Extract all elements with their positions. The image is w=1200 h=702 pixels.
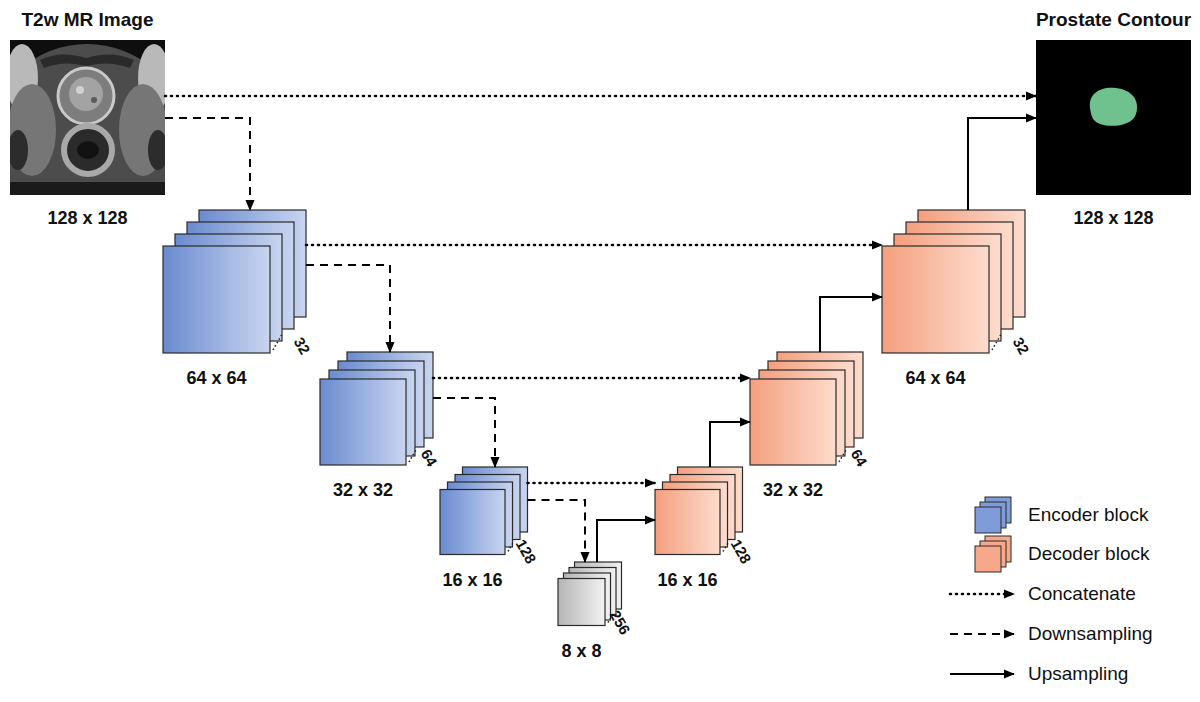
channel-count: 128 <box>728 536 754 565</box>
legend-text: Downsampling <box>1028 624 1153 643</box>
channel-count: 32 <box>1011 335 1032 357</box>
decoder-block: 64 x 6432 <box>882 210 1025 353</box>
encoder-block: 64 x 6432 <box>163 210 306 353</box>
feature-map <box>882 246 989 353</box>
encoder-block: 32 x 3264 <box>320 352 433 465</box>
stack-ellipsis <box>992 333 1002 350</box>
prostate-mask <box>1090 88 1137 126</box>
block-stack <box>163 210 306 353</box>
swatch-square <box>975 546 1001 572</box>
legend-swatch <box>975 535 1015 573</box>
block-stack <box>882 210 1025 353</box>
mri-background <box>10 182 165 195</box>
channel-count: 128 <box>513 536 539 565</box>
channel-count: 64 <box>849 447 870 469</box>
feature-map <box>320 379 406 465</box>
legend-line-sample <box>948 620 1020 648</box>
feature-size: 16 x 16 <box>657 571 717 589</box>
dot-connector <box>165 95 1036 98</box>
feature-map <box>655 490 720 555</box>
mri-muscle <box>10 84 56 176</box>
legend-text: Upsampling <box>1028 664 1128 683</box>
solid-line-sample <box>950 673 1014 675</box>
swatch-square <box>975 507 1001 533</box>
solid-connector <box>710 422 750 467</box>
mri-image <box>10 40 165 195</box>
legend-line-sample <box>948 580 1020 608</box>
legend-entry: Downsampling <box>940 620 1190 648</box>
feature-size: 16 x 16 <box>442 571 502 589</box>
block-stack <box>440 467 528 555</box>
mri-rectum-lumen <box>77 141 99 159</box>
mri-detail <box>91 97 97 103</box>
feature-map <box>440 490 505 555</box>
dot-line-sample <box>950 593 1014 596</box>
legend-entry: Decoder block <box>940 540 1190 568</box>
mri-bone <box>10 130 28 170</box>
legend-line-sample <box>948 660 1020 688</box>
stack-ellipsis <box>409 449 416 462</box>
block-stack <box>320 352 433 465</box>
dot-connector <box>306 244 882 247</box>
legend-entry: Encoder block <box>940 501 1190 529</box>
dash-connector <box>528 500 586 562</box>
feature-size: 64 x 64 <box>905 369 965 387</box>
block-stack <box>750 352 863 465</box>
dash-connector <box>165 118 250 210</box>
output-mask: Prostate Contour128 x 128 <box>1036 40 1191 195</box>
solid-connector <box>820 297 882 352</box>
bottleneck-block: 8 x 8256 <box>558 562 622 626</box>
image-size: 128 x 128 <box>47 209 127 227</box>
block-stack <box>655 467 743 555</box>
mri-rectum <box>64 126 112 174</box>
legend-entry: Upsampling <box>940 660 1190 688</box>
dot-connector <box>433 377 750 380</box>
feature-size: 32 x 32 <box>333 481 393 499</box>
dot-connector <box>528 482 656 485</box>
channel-count: 32 <box>292 335 313 357</box>
mri-bone <box>148 130 165 170</box>
feature-size: 32 x 32 <box>763 481 823 499</box>
decoder-block: 16 x 16128 <box>655 467 743 555</box>
dash-connector <box>306 265 390 352</box>
feature-size: 64 x 64 <box>186 369 246 387</box>
feature-map <box>163 246 270 353</box>
image-size: 128 x 128 <box>1073 209 1153 227</box>
feature-map <box>558 579 605 626</box>
legend-text: Encoder block <box>1028 505 1148 524</box>
stack-ellipsis <box>508 541 514 552</box>
mri-muscle <box>119 84 165 176</box>
stack-ellipsis <box>839 449 846 462</box>
image-title: T2w MR Image <box>22 10 154 29</box>
legend-entry: Concatenate <box>940 580 1190 608</box>
feature-map <box>750 379 836 465</box>
mri-bone <box>40 54 134 68</box>
stack-ellipsis <box>723 541 729 552</box>
solid-connector <box>597 520 655 562</box>
input-image: T2w MR Image128 x 128 <box>10 40 165 195</box>
legend-text: Concatenate <box>1028 584 1136 603</box>
mri-pelvis <box>10 44 165 195</box>
mri-prostate <box>58 68 114 124</box>
stack-ellipsis <box>273 333 283 350</box>
decoder-block: 32 x 3264 <box>750 352 863 465</box>
feature-size: 8 x 8 <box>561 642 601 660</box>
mri-detail <box>76 86 84 94</box>
encoder-block: 16 x 16128 <box>440 467 528 555</box>
mask-background <box>1036 40 1191 195</box>
mri-prostate-zone <box>69 77 103 111</box>
solid-connector <box>968 118 1036 210</box>
dash-line-sample <box>950 633 1014 635</box>
image-title: Prostate Contour <box>1036 10 1191 29</box>
channel-count: 64 <box>419 447 440 469</box>
legend-swatch <box>975 496 1015 534</box>
legend-text: Decoder block <box>1028 544 1149 563</box>
dash-connector <box>433 398 495 467</box>
